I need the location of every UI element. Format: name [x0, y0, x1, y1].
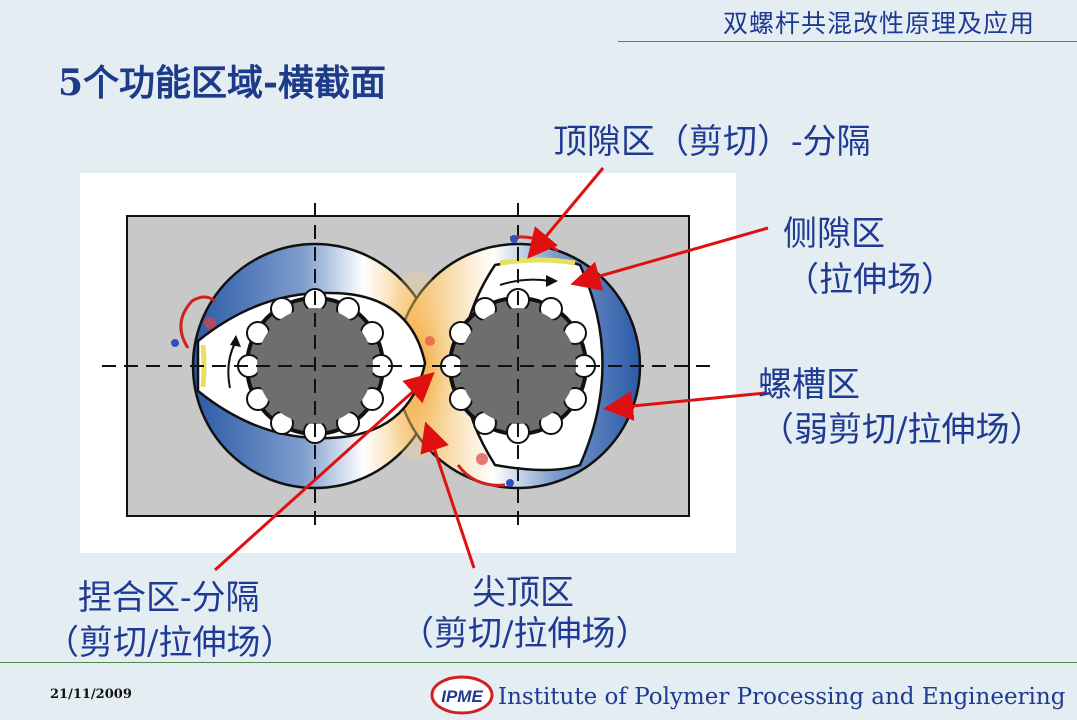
slide-title: 5个功能区域-横截面 [58, 62, 386, 104]
arrow-groove [603, 391, 766, 421]
twin-screw-cross-section-diagram [80, 173, 736, 553]
arrow-apex [420, 421, 476, 569]
label-apex-sub: （剪切/拉伸场） [400, 614, 650, 654]
arrow-intermesh [213, 371, 435, 572]
ipme-logo: IPME [430, 670, 494, 716]
presentation-title: 双螺杆共混改性原理及应用 [722, 9, 1035, 38]
label-side-gap: 侧隙区 [783, 214, 885, 254]
label-groove-sub: （弱剪切/拉伸场） [760, 410, 1044, 450]
footer-divider [0, 662, 1077, 663]
svg-text:IPME: IPME [441, 687, 483, 706]
label-intermesh-sub: （剪切/拉伸场） [45, 623, 295, 663]
header-divider [618, 41, 1077, 42]
label-groove: 螺槽区 [758, 365, 860, 405]
label-intermesh: 捏合区-分隔 [78, 578, 260, 618]
footer-institute: Institute of Polymer Processing and Engi… [498, 684, 1066, 710]
label-apex: 尖顶区 [472, 573, 574, 613]
label-top-gap: 顶隙区（剪切）-分隔 [553, 122, 871, 162]
arrow-side-gap [570, 226, 769, 291]
label-side-gap-sub: （拉伸场） [785, 260, 955, 300]
cross-section-svg [102, 203, 712, 533]
footer-date: 21/11/2009 [50, 687, 132, 702]
arrow-top-gap [527, 167, 605, 259]
